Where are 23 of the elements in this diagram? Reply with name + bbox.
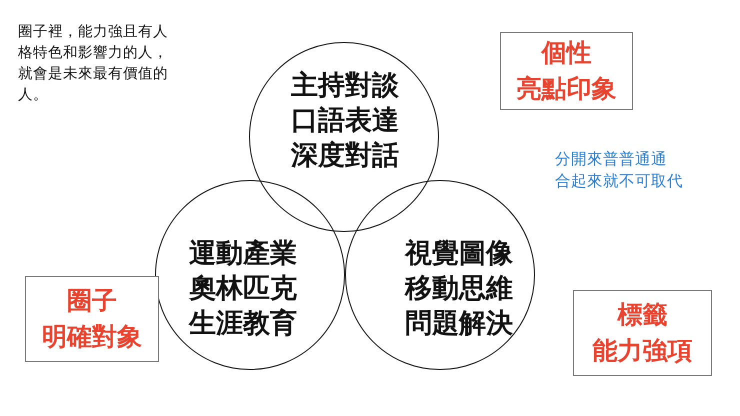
tagline-text: 合起來就不可取代 <box>555 171 683 192</box>
box-heading: 標籤 <box>618 299 668 331</box>
circle-label: 主持對談 <box>291 68 399 102</box>
box-heading: 個性 <box>542 37 592 69</box>
circle-label: 生涯教育 <box>189 306 297 340</box>
venn-circle <box>345 180 535 370</box>
circle-label: 深度對話 <box>291 138 399 172</box>
circle-label: 運動產業 <box>189 236 297 270</box>
tagline-text: 分開來普普通通 <box>555 149 667 170</box>
box-text: 亮點印象 <box>516 73 616 105</box>
callout-box <box>25 276 159 362</box>
circle-label: 口語表達 <box>291 104 399 138</box>
circle-label: 問題解決 <box>405 306 513 340</box>
callout-box <box>500 32 633 110</box>
callout-box <box>573 290 712 376</box>
circle-label: 視覺圖像 <box>405 236 513 270</box>
venn-circle <box>249 42 439 232</box>
circle-label: 奧林匹克 <box>189 272 297 306</box>
box-heading: 圈子 <box>67 285 117 317</box>
box-text: 能力強項 <box>592 335 692 367</box>
note-text: 圈子裡，能力強且有人格特色和影響力的人，就會是未來最有價值的人。 <box>18 23 169 105</box>
circle-label: 移動思維 <box>405 272 513 306</box>
box-text: 明確對象 <box>42 321 142 353</box>
